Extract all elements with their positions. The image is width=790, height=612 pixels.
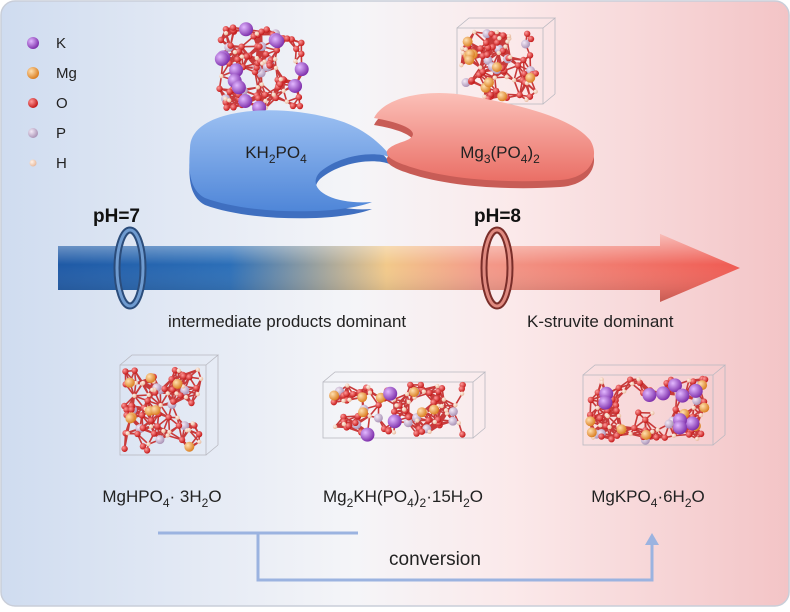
ph7-label: pH=7: [93, 206, 140, 227]
legend-label-h: H: [56, 155, 67, 172]
legend-swatch-h: [30, 160, 37, 167]
legend-label-o: O: [56, 95, 68, 112]
ph8-label: pH=8: [474, 206, 521, 227]
legend-label-mg: Mg: [56, 65, 77, 82]
legend-label-p: P: [56, 125, 66, 142]
intermediate-zone-label: intermediate products dominant: [168, 312, 406, 331]
legend-swatch-mg: [27, 67, 39, 79]
kstruvite-zone-label: K-struvite dominant: [527, 312, 674, 331]
legend-swatch-k: [27, 37, 39, 49]
legend-swatch-p: [28, 128, 38, 138]
legend-swatch-o: [28, 98, 38, 108]
legend-label-k: K: [56, 35, 66, 52]
conversion-label: conversion: [389, 549, 481, 570]
